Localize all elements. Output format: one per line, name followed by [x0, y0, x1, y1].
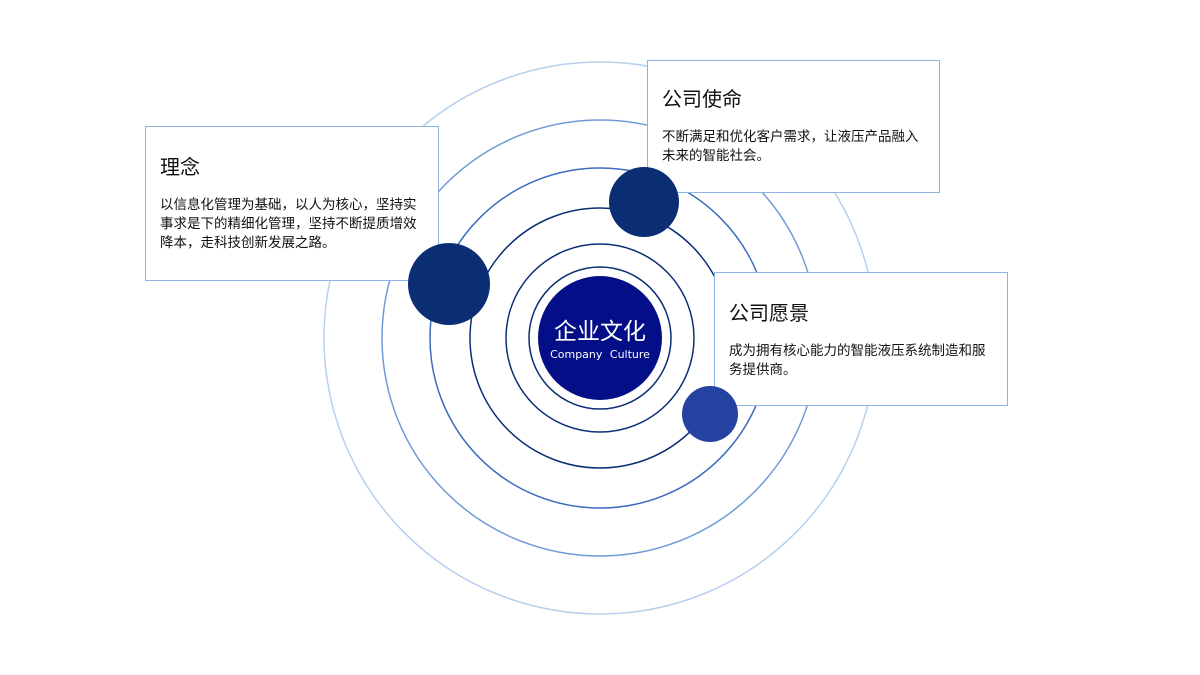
- card-vision: 公司愿景 成为拥有核心能力的智能液压系统制造和服务提供商。: [714, 272, 1008, 406]
- ring-1: [528, 266, 672, 410]
- card-body: 成为拥有核心能力的智能液压系统制造和服务提供商。: [729, 343, 986, 378]
- dot-mission: [609, 167, 679, 237]
- center-circle: [538, 276, 662, 400]
- dot-philosophy: [408, 243, 490, 325]
- center-subtitle: Company Culture: [550, 348, 650, 361]
- card-body: 以信息化管理为基础，以人为核心，坚持实事求是下的精细化管理，坚持不断提质增效降本…: [160, 197, 417, 251]
- card-title: 理念: [160, 155, 200, 179]
- dot-vision: [682, 386, 738, 442]
- center-label: 企业文化 Company Culture: [538, 276, 662, 400]
- card-title: 公司愿景: [729, 301, 809, 325]
- card-body: 不断满足和优化客户需求，让液压产品融入未来的智能社会。: [662, 129, 919, 164]
- center-title: 企业文化: [554, 319, 646, 345]
- card-title: 公司使命: [662, 87, 742, 111]
- ring-2: [505, 243, 695, 433]
- card-mission: 公司使命 不断满足和优化客户需求，让液压产品融入未来的智能社会。: [647, 60, 940, 193]
- card-philosophy: 理念 以信息化管理为基础，以人为核心，坚持实事求是下的精细化管理，坚持不断提质增…: [145, 126, 439, 281]
